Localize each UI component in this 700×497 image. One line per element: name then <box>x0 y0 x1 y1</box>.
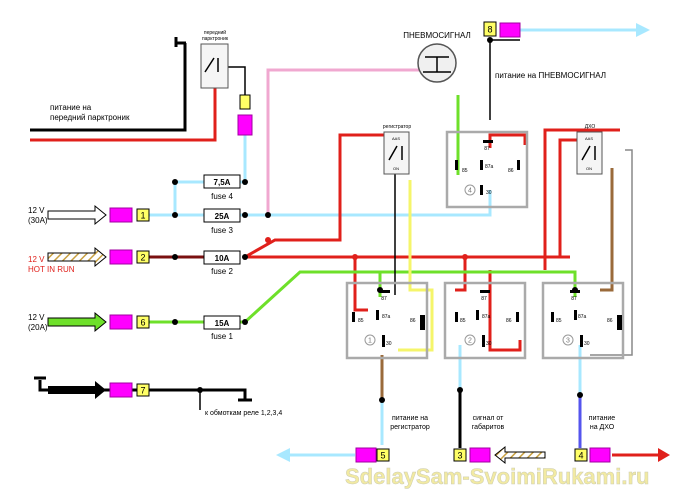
fuse-2: 10A fuse 2 <box>203 250 241 276</box>
svg-text:85: 85 <box>556 318 562 324</box>
svg-text:86: 86 <box>607 318 613 324</box>
svg-text:регистратор: регистратор <box>383 124 411 130</box>
svg-text:87a: 87a <box>482 314 491 320</box>
svg-text:fuse 4: fuse 4 <box>211 192 233 201</box>
svg-text:парктроник: парктроник <box>202 36 229 42</box>
parktronic-red-wire <box>30 88 217 142</box>
svg-text:87: 87 <box>484 146 490 152</box>
output-3: сигнал от габаритов 3 <box>453 415 546 465</box>
dho-switch: ДХО AAS ON <box>576 124 603 175</box>
svg-text:ДХО: ДХО <box>585 124 596 130</box>
svg-text:87: 87 <box>381 296 387 302</box>
output-5: питание на регистратор 5 <box>355 415 430 463</box>
svg-text:30: 30 <box>486 341 492 347</box>
svg-text:fuse 3: fuse 3 <box>211 226 233 235</box>
svg-text:питание: питание <box>589 415 615 422</box>
svg-text:87a: 87a <box>382 314 391 320</box>
svg-text:ПНЕВМОСИГНАЛ: ПНЕВМОСИГНАЛ <box>403 31 470 40</box>
svg-text:2: 2 <box>140 253 145 263</box>
parktronic-power-label-2: передний парктроник <box>50 113 130 122</box>
svg-text:12 V: 12 V <box>28 255 45 264</box>
svg-text:регистратор: регистратор <box>390 424 430 431</box>
watermark: SdelaySam-SvoimiRukami.ru <box>345 464 649 489</box>
svg-text:2: 2 <box>468 338 472 345</box>
svg-text:30: 30 <box>486 190 492 196</box>
svg-text:12 V: 12 V <box>28 313 45 322</box>
svg-text:HOT IN RUN: HOT IN RUN <box>28 265 75 274</box>
svg-text:25A: 25A <box>215 212 230 221</box>
horn: ПНЕВМОСИГНАЛ <box>403 31 471 83</box>
svg-text:87a: 87a <box>485 164 494 170</box>
svg-text:85: 85 <box>462 168 468 174</box>
svg-text:85: 85 <box>358 318 364 324</box>
svg-text:87: 87 <box>481 296 487 302</box>
junction-dots <box>172 37 583 403</box>
fuse-3: 25A fuse 3 <box>203 208 241 235</box>
registrator-switch: регистратор AAS ON <box>383 124 411 175</box>
svg-text:4: 4 <box>578 451 583 461</box>
svg-text:12 V: 12 V <box>28 206 45 215</box>
relay-2: 87 85 86 87a 30 2 <box>443 281 527 360</box>
relay-3: 87 85 86 87a 30 3 <box>541 281 625 360</box>
yellow-wire <box>398 180 434 352</box>
fuse-1: 15A fuse 1 <box>203 315 241 341</box>
input-6: 12 V (20A) 6 <box>28 311 150 333</box>
svg-text:87a: 87a <box>578 314 587 320</box>
svg-text:ON: ON <box>586 166 592 171</box>
svg-text:(20A): (20A) <box>28 323 48 332</box>
input-7: 7 <box>48 381 150 399</box>
parktronic-switch: передний парктроник <box>200 29 229 89</box>
svg-text:4: 4 <box>468 188 472 195</box>
svg-text:5: 5 <box>380 451 385 461</box>
svg-text:AAS: AAS <box>585 136 593 141</box>
svg-text:(30A): (30A) <box>28 216 48 225</box>
coils-label: к обмоткам реле 1,2,3,4 <box>205 409 282 417</box>
svg-text:1: 1 <box>140 211 145 221</box>
horn-pink-wire <box>266 68 420 218</box>
fuse-4: 7,5A fuse 4 <box>203 174 241 201</box>
svg-text:86: 86 <box>410 318 416 324</box>
parktronic-power-label-1: питание на <box>50 103 92 112</box>
output-4: питание на ДХО 4 <box>574 415 670 463</box>
svg-text:3: 3 <box>457 451 462 461</box>
svg-text:30: 30 <box>584 341 590 347</box>
svg-text:передний: передний <box>204 29 226 36</box>
input7-black-wire <box>38 380 247 400</box>
svg-text:fuse 1: fuse 1 <box>211 332 233 341</box>
svg-text:86: 86 <box>506 318 512 324</box>
relay-4: 87 85 86 87a 30 4 <box>445 130 529 209</box>
svg-text:габаритов: габаритов <box>472 423 505 431</box>
parktronic-connector <box>237 94 253 136</box>
svg-text:ON: ON <box>393 166 399 171</box>
input-2: 12 V HOT IN RUN 2 <box>28 246 150 274</box>
svg-text:на ДХО: на ДХО <box>590 424 615 431</box>
svg-text:30: 30 <box>386 341 392 347</box>
input1-cyan-wire <box>148 200 492 217</box>
parktronic-black-wire <box>30 37 187 132</box>
svg-text:7,5A: 7,5A <box>214 178 231 187</box>
input-1: 12 V (30A) 1 <box>28 204 150 226</box>
svg-text:AAS: AAS <box>392 136 400 141</box>
svg-text:15A: 15A <box>215 319 230 328</box>
svg-text:87: 87 <box>571 296 577 302</box>
svg-text:10A: 10A <box>215 254 230 263</box>
output-8: 8 питание на ПНЕВМОСИГНАЛ <box>483 21 606 80</box>
svg-text:8: 8 <box>487 25 492 35</box>
svg-text:3: 3 <box>566 338 570 345</box>
svg-text:сигнал от: сигнал от <box>473 415 504 422</box>
svg-text:85: 85 <box>460 318 466 324</box>
svg-text:fuse 2: fuse 2 <box>211 267 233 276</box>
svg-text:1: 1 <box>368 338 372 345</box>
svg-text:86: 86 <box>508 168 514 174</box>
svg-text:6: 6 <box>140 318 145 328</box>
svg-text:питание на: питание на <box>392 415 428 422</box>
svg-text:7: 7 <box>140 386 145 396</box>
relay-1: 87 85 86 87a 30 1 <box>345 281 429 360</box>
svg-text:питание на ПНЕВМОСИГНАЛ: питание на ПНЕВМОСИГНАЛ <box>495 71 606 80</box>
